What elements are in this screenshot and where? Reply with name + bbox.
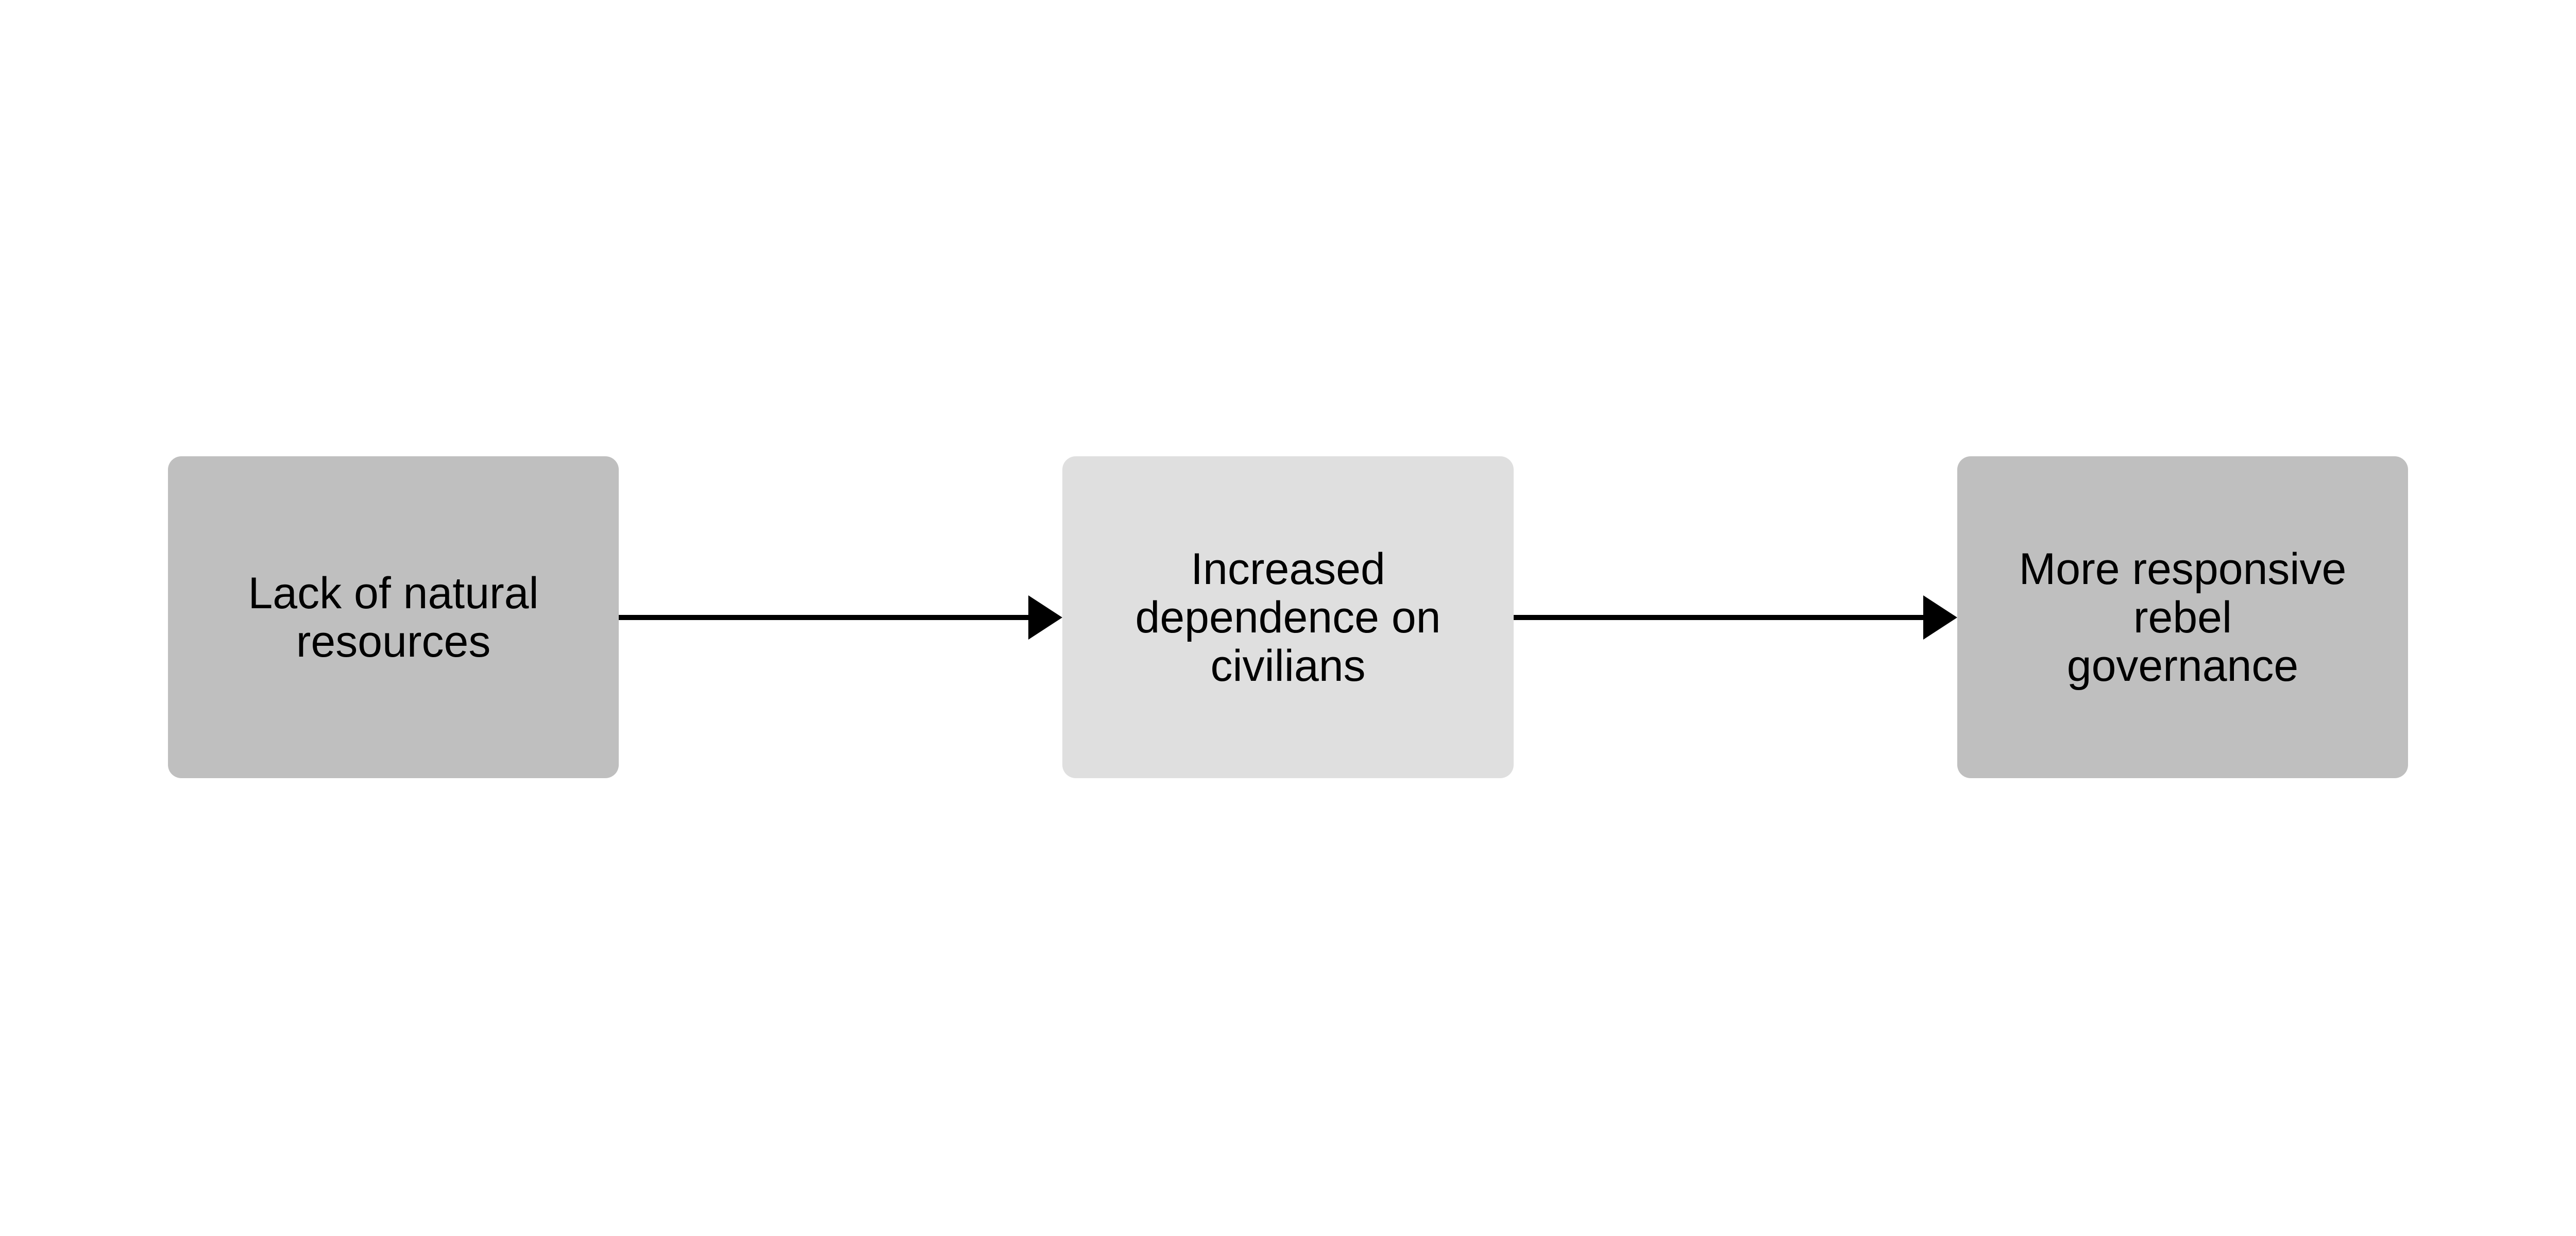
node-lack-of-natural-resources: Lack of natural resources [168,456,619,778]
node-label: Increased dependence on civilians [1135,544,1441,691]
edge-n1-n2 [619,595,1063,640]
node-increased-dependence-on-civilians: Increased dependence on civilians [1062,456,1514,778]
node-more-responsive-rebel-governance: More responsive rebel governance [1957,456,2409,778]
node-label: Lack of natural resources [248,568,539,666]
arrowhead-icon [1028,595,1063,640]
edge-line [619,614,1029,620]
edge-n2-n3 [1513,595,1957,640]
node-label: More responsive rebel governance [2019,544,2347,691]
arrowhead-icon [1923,595,1957,640]
flow-row: Lack of natural resources Increased depe… [0,456,2576,778]
edge-line [1513,614,1923,620]
